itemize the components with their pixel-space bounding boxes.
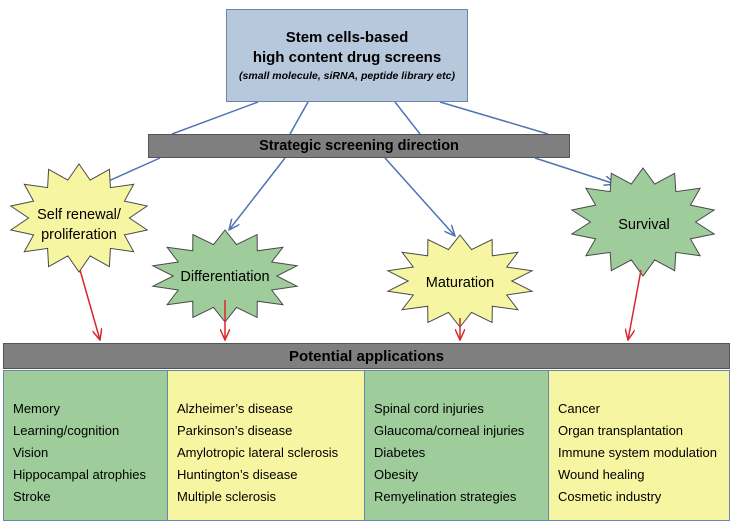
list-item: Immune system modulation (558, 445, 717, 460)
potential-applications-bar: Potential applications (3, 343, 730, 369)
self-renewal-line2: proliferation (41, 227, 117, 243)
self-renewal-line1: Self renewal/ (37, 207, 121, 223)
arrow-to-differentiation (229, 157, 286, 230)
list-item: Huntington’s disease (177, 467, 298, 482)
list-item: Remyelination strategies (374, 489, 517, 504)
top-title-line1: Stem cells-based (285, 28, 409, 46)
list-item: Parkinson’s disease (177, 423, 293, 438)
applications-column-neurodegenerative: Alzheimer’s disease Parkinson’s disease … (167, 370, 366, 521)
differentiation-label: Differentiation (180, 269, 270, 285)
list-item: Memory (13, 401, 60, 416)
list-item: Multiple sclerosis (177, 489, 276, 504)
connector-line (171, 101, 259, 135)
top-title-line2: high content drug screens (252, 48, 442, 66)
list-item: Learning/cognition (13, 423, 120, 438)
list-item: Cosmetic industry (558, 489, 662, 504)
self-renewal-label: Self renewal/ proliferation (14, 205, 144, 245)
list-item: Glaucoma/corneal injuries (374, 423, 525, 438)
survival-starburst (570, 167, 716, 277)
survival-label: Survival (618, 217, 670, 233)
list-item: Diabetes (374, 445, 426, 460)
list-item: Spinal cord injuries (374, 401, 484, 416)
connector-line (289, 101, 309, 135)
self-renewal-starburst (9, 163, 149, 273)
applications-column-injuries-metabolic: Spinal cord injuries Glaucoma/corneal in… (364, 370, 550, 521)
top-to-bar-connectors (171, 101, 549, 135)
top-subtitle: (small molecule, siRNA, peptide library … (239, 69, 455, 82)
applications-column-neuro-function: Memory Learning/cognition Vision Hippoca… (3, 370, 169, 521)
list-item: Organ transplantation (558, 423, 684, 438)
list-item: Obesity (374, 467, 419, 482)
list-item: Hippocampal atrophies (13, 467, 146, 482)
list-item: Amylotropic lateral sclerosis (177, 445, 339, 460)
list-item: Vision (13, 445, 49, 460)
list-item: Wound healing (558, 467, 645, 482)
screening-direction-bar: Strategic screening direction (148, 134, 570, 158)
direction-starbursts (9, 163, 716, 328)
connector-line (394, 101, 421, 135)
red-arrow-self-renewal (79, 269, 100, 340)
list-item: Stroke (13, 489, 51, 504)
application-arrows (79, 269, 642, 340)
red-arrow-survival (628, 269, 642, 340)
list-item: Cancer (558, 401, 600, 416)
drug-screens-box: Stem cells-based high content drug scree… (226, 9, 468, 102)
direction-arrows (95, 157, 615, 236)
arrow-to-maturation (384, 157, 455, 236)
connector-line (439, 101, 549, 135)
applications-column-clinical-industry: Cancer Organ transplantation Immune syst… (548, 370, 730, 521)
arrow-to-survival (534, 157, 615, 184)
list-item: Alzheimer’s disease (177, 401, 293, 416)
maturation-label: Maturation (425, 275, 495, 291)
